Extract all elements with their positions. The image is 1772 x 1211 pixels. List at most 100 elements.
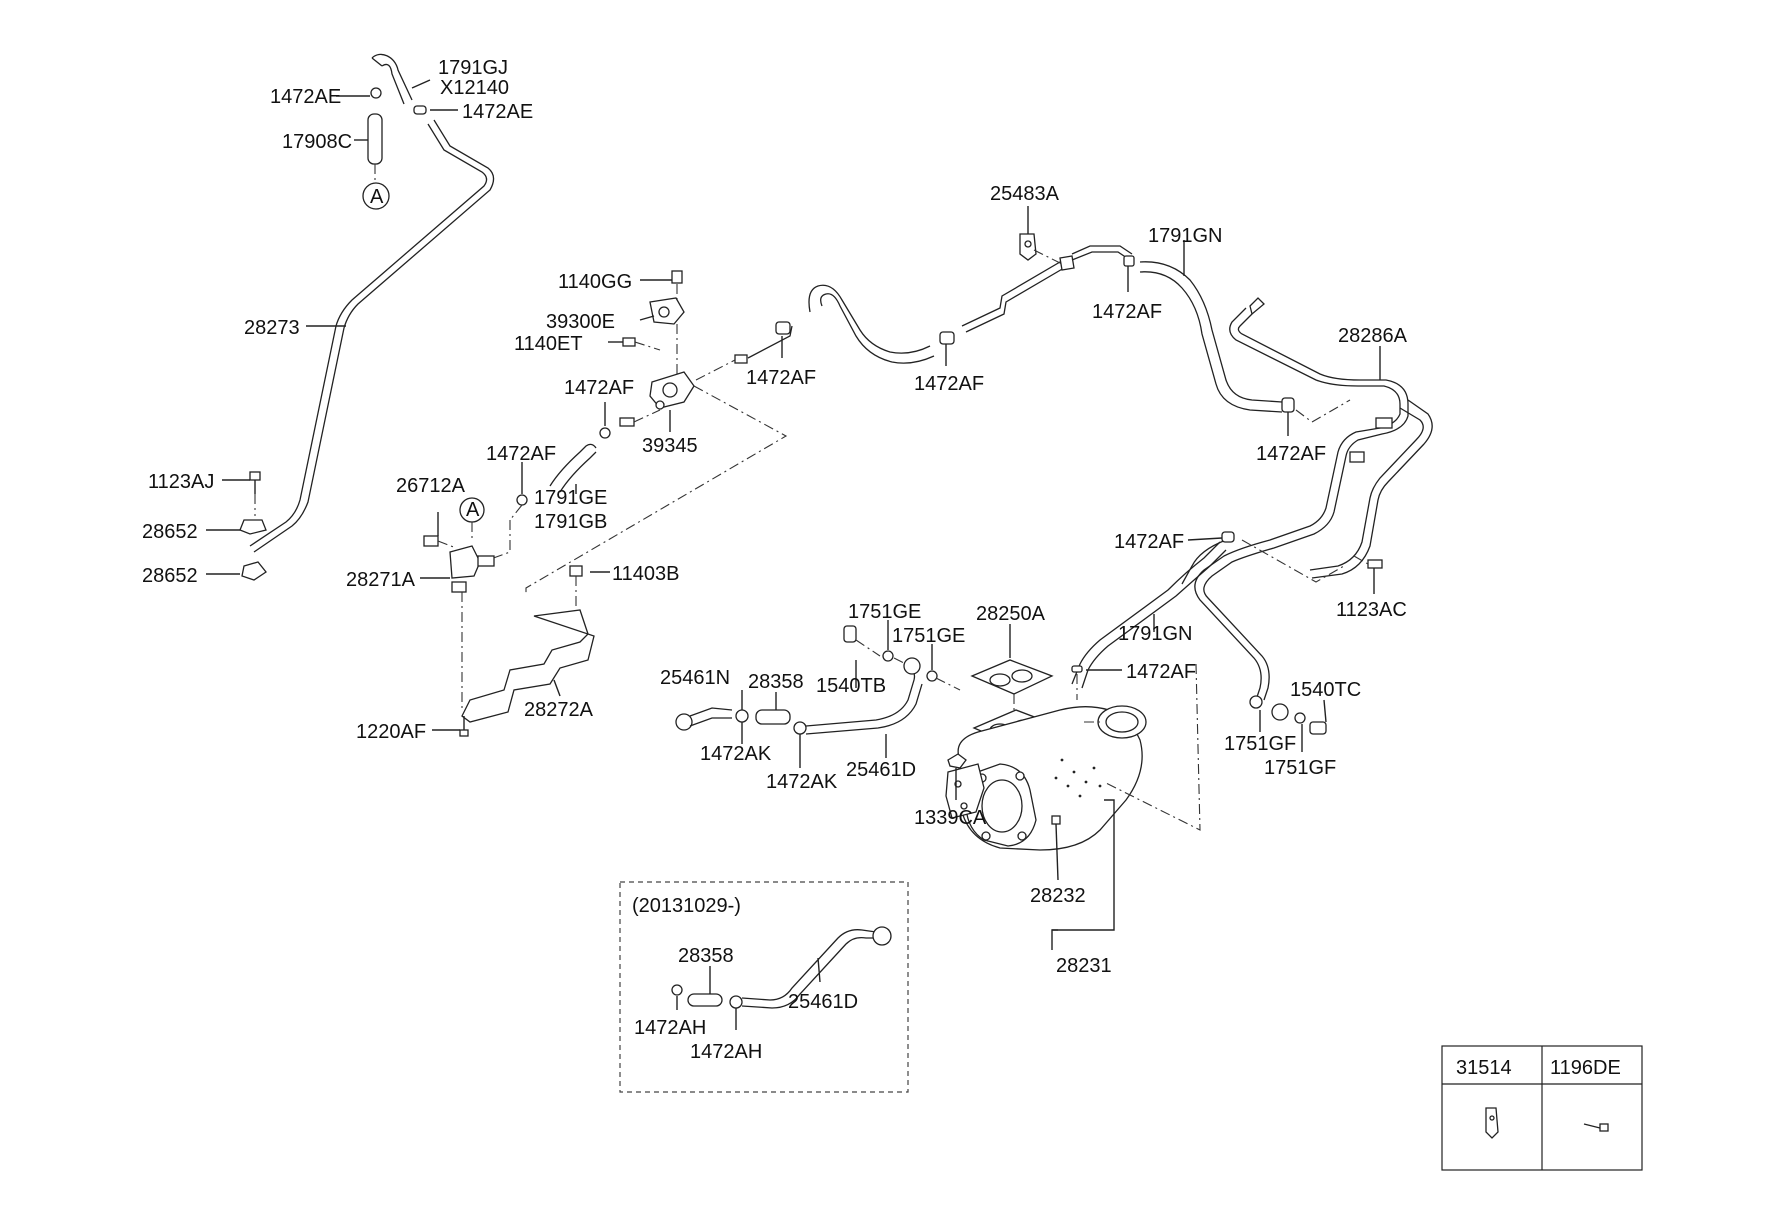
legend-header-31514: 31514 [1456, 1057, 1512, 1079]
label-25461d-alt: 25461D [788, 991, 858, 1013]
clip-28652-lower [241, 561, 267, 581]
pressure-sensor-assembly [525, 270, 788, 596]
label-26712a: 26712A [396, 475, 466, 497]
upper-pipe-run [747, 233, 1295, 413]
label-28231: 28231 [1056, 955, 1112, 977]
label-1472ak-left: 1472AK [700, 743, 772, 765]
washer-1751gf-a [1249, 695, 1263, 709]
tube-17908c [367, 113, 383, 165]
clamp-1472af-sensor [599, 427, 611, 439]
bracket-28272a [461, 609, 595, 723]
label-25461n: 25461N [660, 667, 730, 689]
turbocharger-28231 [945, 659, 1327, 851]
clip-28652-upper [239, 519, 267, 535]
reference-circle-a-top [362, 182, 390, 210]
washer-1751ge-a [882, 650, 894, 662]
label-1339ca: 1339CA [914, 807, 987, 829]
label-1791gb: 1791GB [534, 511, 607, 533]
oil-feed-line-25461d [675, 625, 961, 735]
label-1540tc: 1540TC [1290, 679, 1361, 701]
label-1791gn-upper: 1791GN [1148, 225, 1223, 247]
label-28250a: 28250A [976, 603, 1046, 625]
bolt-11403b [569, 565, 583, 577]
clamp-1472ae-right [413, 105, 427, 115]
label-1472ah-right: 1472AH [690, 1041, 762, 1063]
bolt-1540tb [843, 625, 857, 643]
leader-lines [206, 79, 1381, 950]
bolt-1220af [459, 729, 469, 737]
clamp-1472af-pipe-a [775, 321, 791, 335]
label-1472af-gn-lower: 1472AF [1126, 661, 1196, 683]
label-1751ge-a: 1751GE [848, 601, 921, 623]
label-1751gf-b: 1751GF [1264, 757, 1336, 779]
clamp-1472af-gn-lower [1071, 665, 1083, 673]
clamp-1472af-gn-upper [1221, 531, 1235, 543]
label-1472af-pipe-b: 1472AF [914, 373, 984, 395]
legend-table [1441, 1045, 1643, 1171]
label-1472af-pipe-a: 1472AF [746, 367, 816, 389]
clamp-1472af-pipe-c [1123, 255, 1135, 267]
clip-28286a-b [1349, 451, 1365, 463]
label-39300e: 39300E [546, 311, 615, 333]
legend-header-1196de: 1196DE [1550, 1057, 1621, 1079]
label-1472ae-right: 1472AE [462, 101, 533, 123]
clamp-1472ah-right [729, 995, 743, 1009]
bolt-icon [1583, 1123, 1609, 1132]
label-1472af-pipe-d: 1472AF [1256, 443, 1326, 465]
clamp-1472af-hose [516, 494, 528, 506]
label-1472af-sensor: 1472AF [564, 377, 634, 399]
nut-1339ca [947, 753, 967, 769]
bracket-icon [1485, 1107, 1499, 1139]
breather-hose-assembly [239, 53, 495, 581]
label-28358-alt: 28358 [678, 945, 734, 967]
banjo-25461n [675, 713, 693, 731]
label-1472af-hose: 1472AF [486, 443, 556, 465]
label-28652-upper: 28652 [142, 521, 198, 543]
fitting-sensor-outlet [734, 354, 748, 364]
bolt-1140gg [671, 270, 683, 284]
pipe-cluster-28286a [1181, 297, 1433, 701]
label-28358: 28358 [748, 671, 804, 693]
tube-28358-alt [687, 993, 723, 1007]
label-1472ae-left: 1472AE [270, 86, 341, 108]
bolt-1123ac [1367, 559, 1383, 569]
label-25483a: 25483A [990, 183, 1060, 205]
label-1472af-gn-upper: 1472AF [1114, 531, 1184, 553]
clamp-1472ak-right [793, 721, 807, 735]
solenoid-valve-assembly [423, 443, 597, 737]
label-circle-a-top: A [370, 186, 384, 208]
bolt-1140et [622, 337, 636, 347]
label-25461d: 25461D [846, 759, 916, 781]
washer-1751ge-b [926, 670, 938, 682]
label-28271a: 28271A [346, 569, 416, 591]
clamp-1472af-pipe-b [939, 331, 955, 345]
label-28272a: 28272A [524, 699, 594, 721]
label-28652-lower: 28652 [142, 565, 198, 587]
bolt-1540tc [1309, 721, 1327, 735]
label-1140et: 1140ET [514, 333, 583, 355]
hose-1791gn-lower [1071, 531, 1235, 700]
label-1540tb: 1540TB [816, 675, 886, 697]
label-1791gj: 1791GJ [438, 57, 508, 79]
clip-pipe-25483a [1059, 255, 1075, 271]
label-28273: 28273 [244, 317, 300, 339]
label-1751gf-a: 1751GF [1224, 733, 1296, 755]
valve-nipple [477, 555, 495, 567]
label-1220af: 1220AF [356, 721, 426, 743]
exhaust-port [981, 779, 1023, 833]
label-1791gn-lower: 1791GN [1118, 623, 1193, 645]
valve-outlet [451, 581, 467, 593]
clamp-1472ak-left [735, 709, 749, 723]
bolt-1123aj-head [249, 471, 261, 481]
label-39345: 39345 [642, 435, 698, 457]
banjo-fitting-25461d [903, 657, 921, 675]
alternate-part-box [619, 881, 909, 1093]
label-11403b: 11403B [612, 563, 679, 585]
clamp-1472af-pipe-d [1281, 397, 1295, 413]
label-x12140: X12140 [440, 77, 509, 99]
clamp-1472ae-left [370, 87, 382, 99]
part-number-labels: 1791GJ X12140 1472AE 1472AE 17908C A 282… [142, 57, 1621, 1079]
fitting-39345 [619, 417, 635, 427]
clip-28286a-a [1375, 417, 1393, 429]
